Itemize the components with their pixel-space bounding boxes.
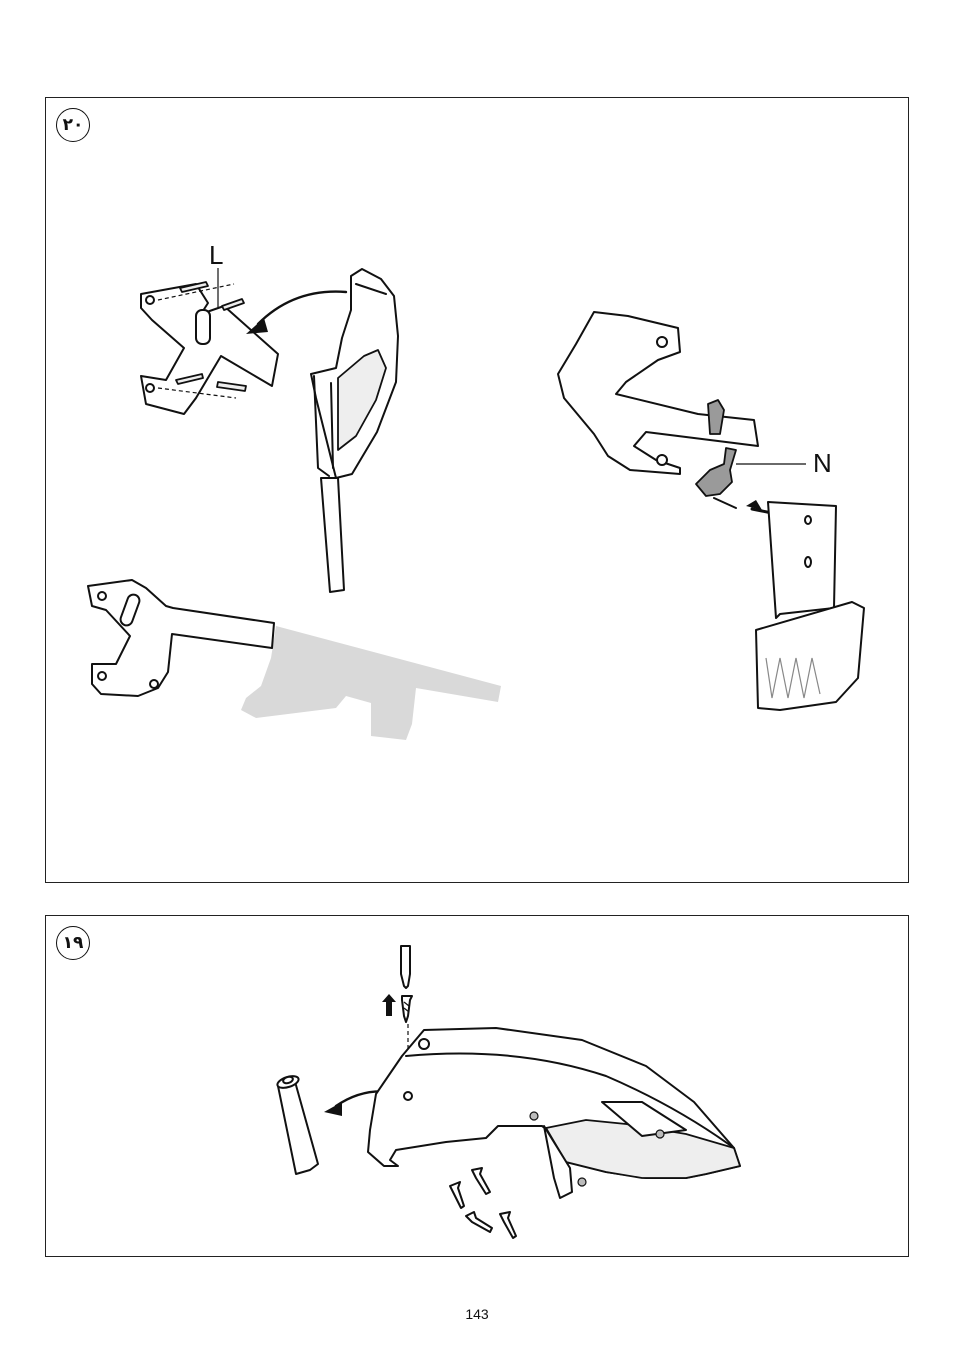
page-number: 143	[0, 1306, 954, 1322]
handle-assembly-illustration	[88, 580, 501, 740]
step-19-illustration	[46, 916, 910, 1258]
step-20-illustration	[46, 98, 910, 884]
step-20-panel: ٢٠ L N	[45, 97, 909, 883]
pedal-arm-illustration	[558, 312, 864, 710]
handle-illustration	[311, 269, 398, 592]
step-19-panel: ١٩	[45, 915, 909, 1257]
screwdriver-illustration	[401, 946, 412, 1022]
bracket-L-illustration	[141, 282, 278, 414]
screws-illustration	[450, 1168, 516, 1238]
battery-illustration	[276, 1074, 318, 1174]
handle-housing-illustration	[368, 1028, 740, 1198]
